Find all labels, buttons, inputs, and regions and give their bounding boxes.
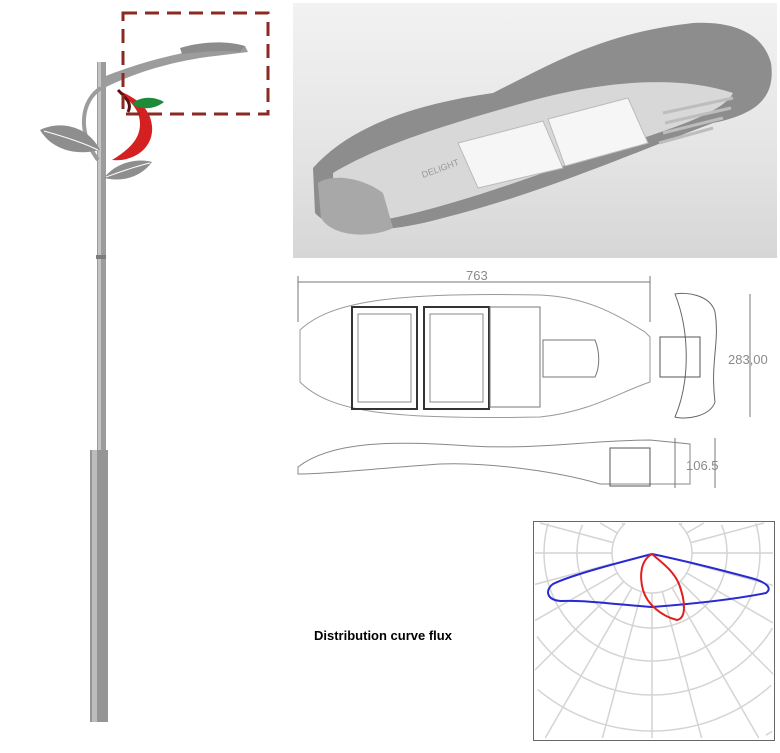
grid-radial-line	[534, 580, 625, 671]
street-light-pole-illustration	[40, 11, 270, 722]
grid-radial-line	[534, 572, 618, 622]
luminaire-render: DELIGHT	[313, 22, 772, 235]
grid-circle	[537, 684, 772, 732]
grid-circle	[755, 523, 761, 554]
technical-drawing	[297, 276, 751, 488]
highlight-box	[121, 11, 270, 116]
dimension-length: 763	[466, 268, 488, 283]
dimension-height: 106.5	[686, 458, 719, 473]
lamp-arm	[82, 42, 248, 162]
distribution-curve-caption: Distribution curve flux	[314, 628, 452, 643]
c0-c180-curve	[547, 552, 770, 609]
dimension-width: 283,00	[728, 352, 768, 367]
grid-radial-line	[539, 522, 614, 544]
leaf-left-icon	[40, 125, 100, 153]
grid-radial-line	[690, 522, 765, 544]
grid-circle	[765, 730, 773, 736]
light-distribution-diagram	[533, 521, 775, 741]
grid-radial-line	[679, 522, 683, 526]
grid-circle	[536, 627, 774, 696]
grid-radial-line	[661, 591, 703, 739]
led-module	[457, 97, 649, 189]
c90-c270-curve	[640, 552, 685, 622]
grid-radial-line	[679, 580, 774, 675]
pole	[90, 62, 108, 722]
product-photo: DELIGHT	[293, 3, 777, 258]
grid-circle	[720, 524, 728, 553]
grid-radial-line	[686, 572, 774, 624]
grid-radial-line	[544, 587, 633, 739]
grid-radial-line	[601, 591, 643, 739]
grid-radial-line	[621, 522, 625, 526]
grid-circle	[543, 523, 761, 662]
apple-logo-icon	[112, 88, 164, 161]
grid-radial-line	[671, 587, 760, 739]
grid-circle	[678, 522, 693, 553]
grid-radial-line	[599, 522, 618, 534]
grid-circle	[576, 524, 728, 629]
grid-radial-line	[686, 522, 705, 534]
leaf-right-icon	[104, 160, 152, 180]
polar-grid	[534, 522, 774, 739]
grid-radial-line	[534, 562, 614, 586]
grid-circle	[611, 522, 693, 594]
